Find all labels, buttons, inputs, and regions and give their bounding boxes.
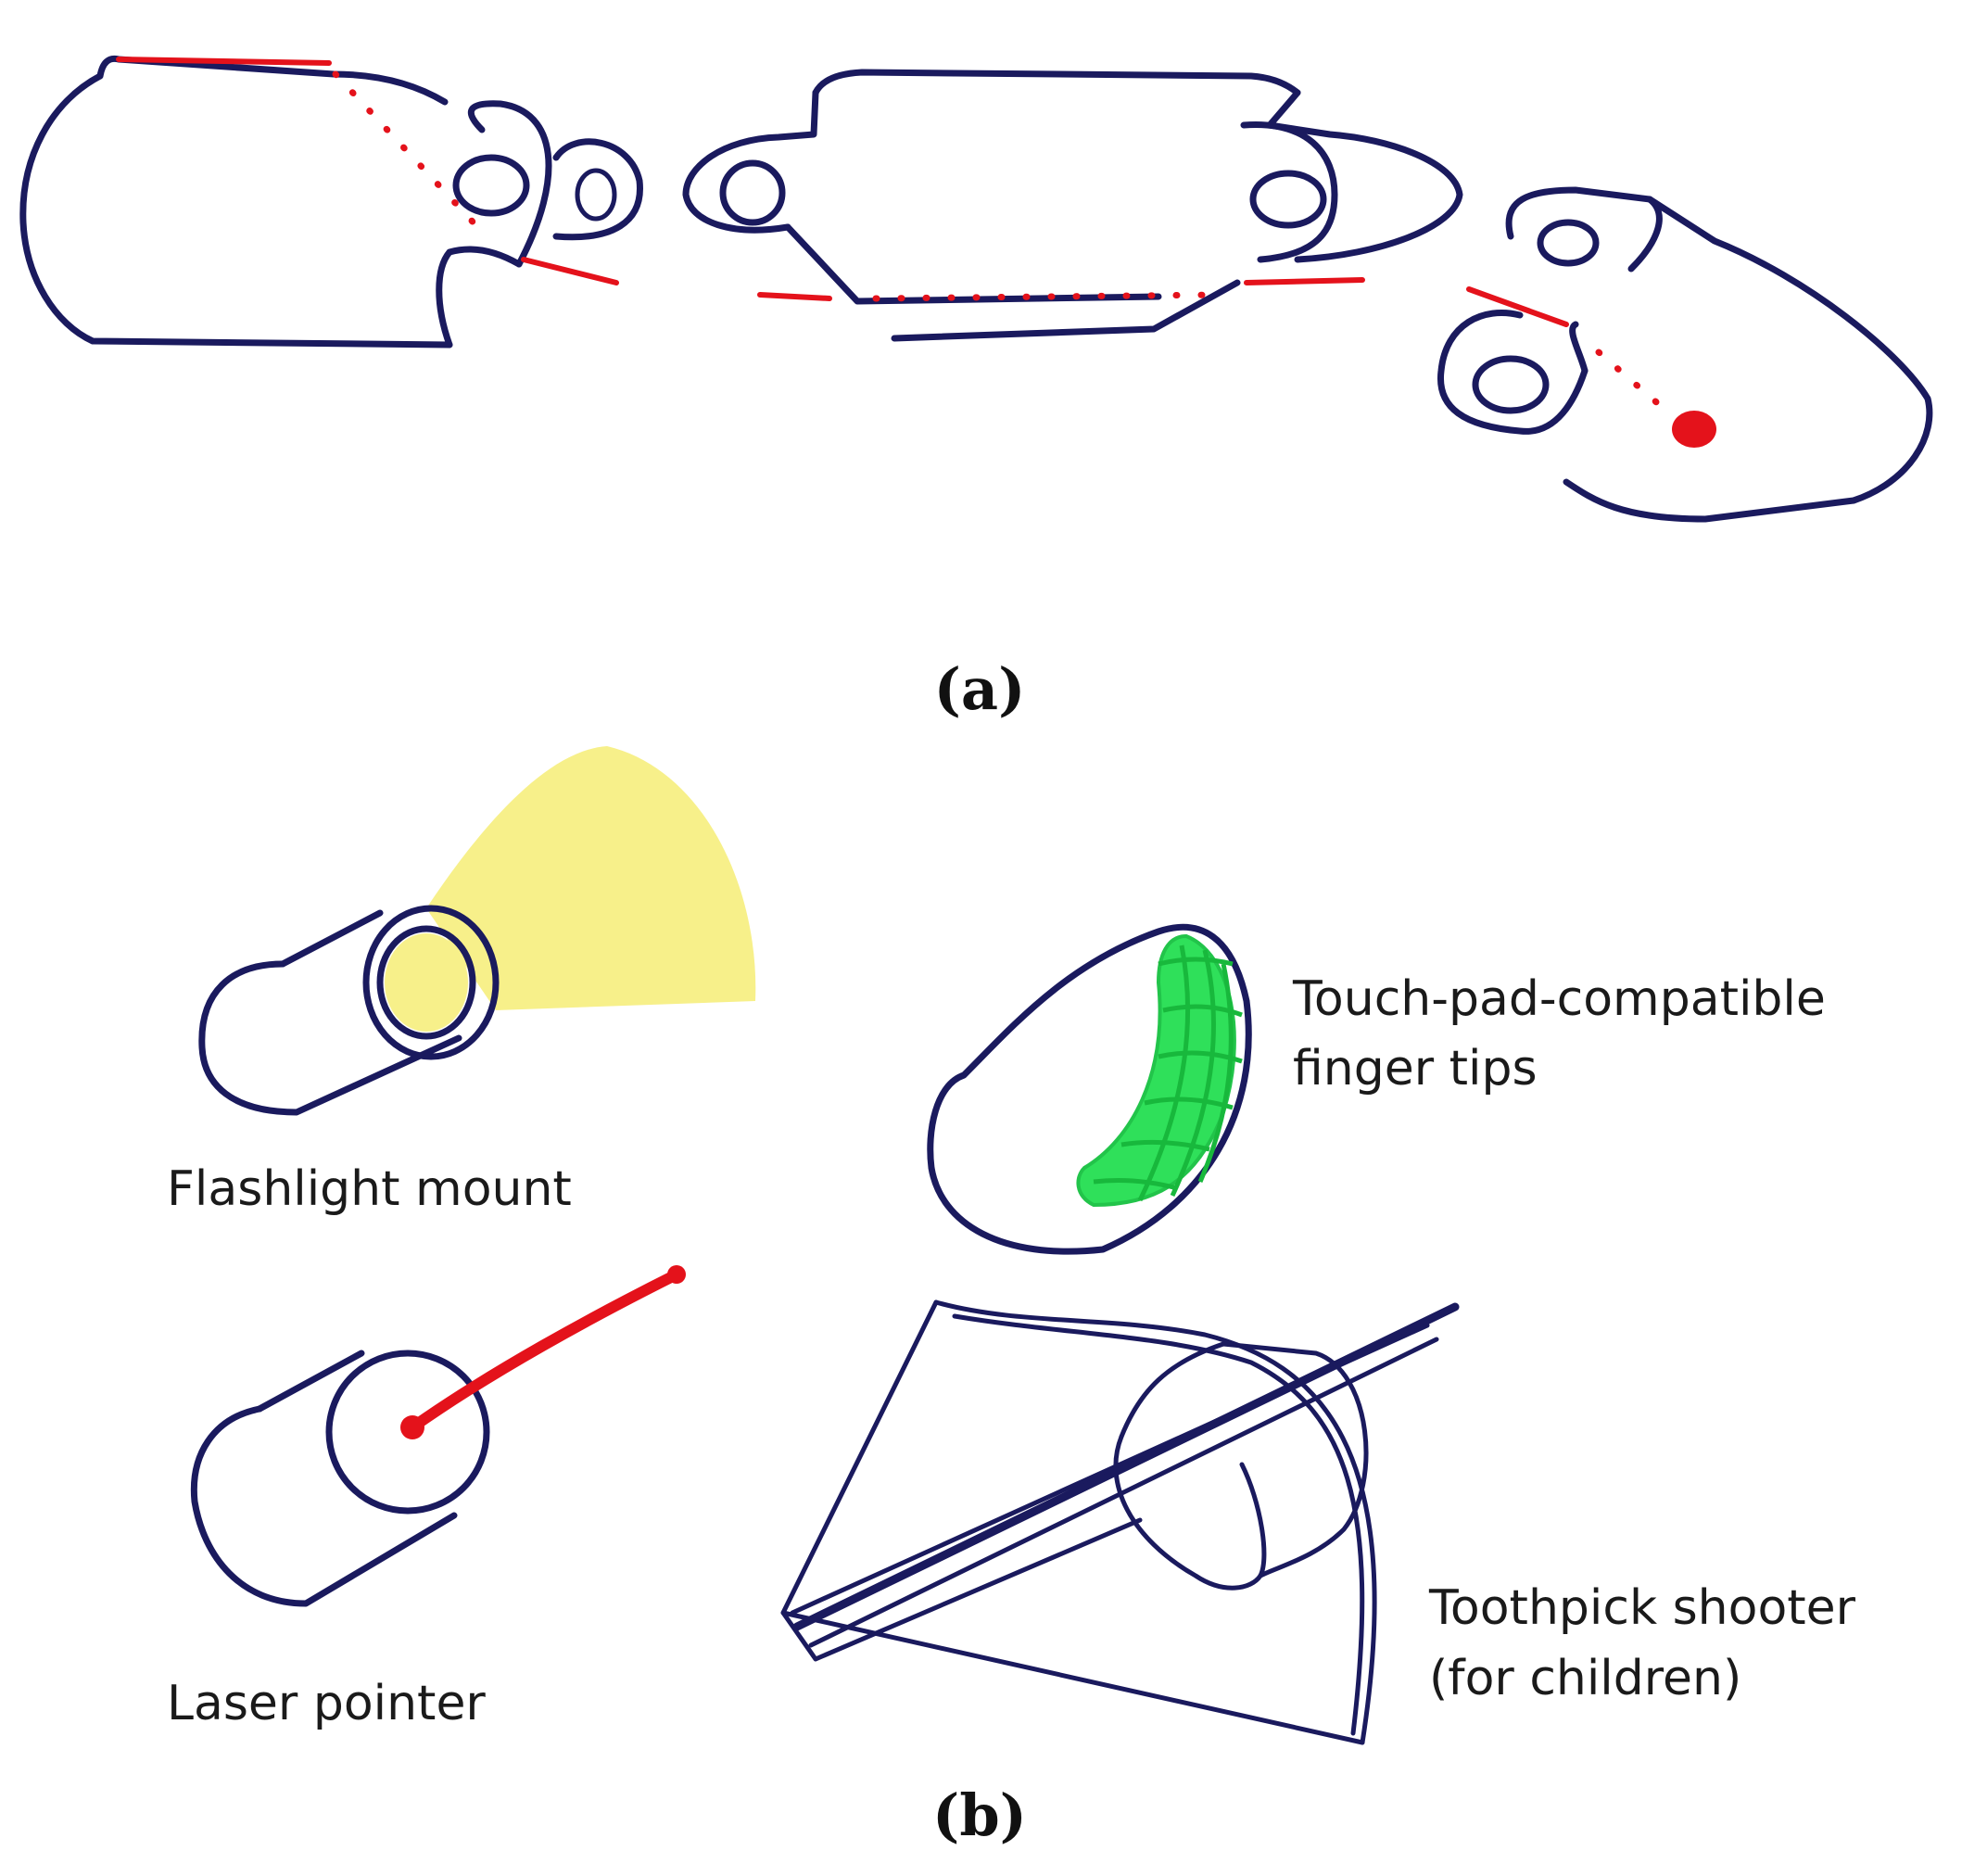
- touch-pad-grid: [1093, 944, 1243, 1202]
- panel-label-a: (a): [934, 655, 1026, 723]
- finger-sleeve-top-view: [682, 69, 1463, 342]
- toothpick-shooter-sketch: [780, 1299, 1460, 1745]
- laser-dot-red: [1672, 411, 1716, 448]
- panel-label-b: (b): [932, 1781, 1027, 1849]
- toothpick-shooter-label-line1: Toothpick shooter: [1428, 1580, 1856, 1636]
- flashlight-mount-label: Flashlight mount: [167, 1161, 572, 1217]
- panel-a-sketches: (a): [19, 55, 1933, 723]
- touchpad-fingertip-sketch: [927, 923, 1252, 1255]
- finger-sleeve-angled-view: [1437, 186, 1933, 523]
- toothpick-shooter-label-line2: (for children): [1429, 1651, 1741, 1706]
- panel-b-sketches: Flashlight mount Touch-pad-compatible fi…: [167, 746, 1856, 1849]
- finger-sleeve-side-view: [19, 55, 643, 349]
- touchpad-label-line2: finger tips: [1293, 1041, 1538, 1096]
- light-beam: [426, 746, 756, 1010]
- touchpad-label-line1: Touch-pad-compatible: [1292, 971, 1826, 1027]
- laser-pointer-label: Laser pointer: [167, 1676, 486, 1731]
- laser-pointer-sketch: [190, 1265, 686, 1607]
- flashlight-mount-sketch: [198, 746, 756, 1116]
